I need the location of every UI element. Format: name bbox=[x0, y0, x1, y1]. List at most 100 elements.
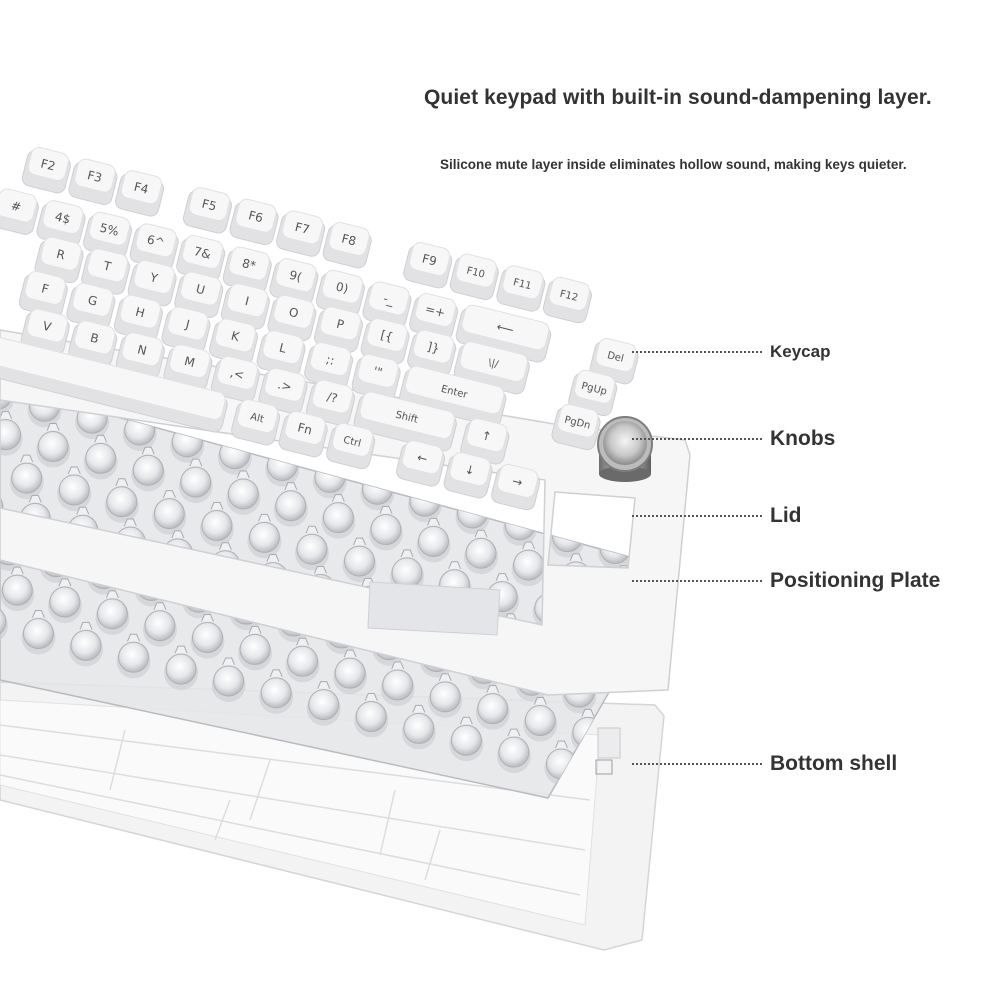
keycap[interactable]: 4$ bbox=[35, 198, 87, 247]
keycap-legend: F10 bbox=[465, 266, 486, 281]
keycap[interactable]: N bbox=[115, 330, 167, 379]
keycap-legend: 6^ bbox=[146, 232, 167, 250]
keycap-legend: ↓ bbox=[463, 462, 476, 478]
keycap[interactable]: F10 bbox=[449, 252, 501, 301]
keycap[interactable]: F12 bbox=[542, 275, 594, 324]
keycap[interactable]: L bbox=[255, 328, 307, 377]
silicone-dome bbox=[511, 541, 546, 587]
keycap[interactable]: F bbox=[18, 269, 70, 318]
keycap[interactable]: [{ bbox=[359, 316, 411, 365]
keycap[interactable]: Shift bbox=[352, 390, 459, 453]
silicone-dome bbox=[190, 614, 225, 659]
silicone-dome bbox=[142, 602, 177, 647]
silicone-dome bbox=[9, 454, 44, 500]
keycap[interactable]: F11 bbox=[495, 263, 547, 312]
keycap-legend: ]} bbox=[426, 339, 441, 356]
keycap[interactable]: ]} bbox=[406, 328, 458, 377]
keycap-legend: H bbox=[134, 305, 146, 321]
silicone-dome bbox=[21, 610, 56, 655]
keycap[interactable]: ↑ bbox=[459, 416, 511, 465]
keycap[interactable] bbox=[0, 297, 230, 434]
keycap[interactable]: R bbox=[33, 235, 85, 284]
silicone-dome bbox=[0, 566, 35, 612]
keycap[interactable]: H bbox=[113, 293, 165, 342]
keycap[interactable]: F7 bbox=[275, 208, 327, 257]
callout-lid: Lid bbox=[632, 502, 802, 530]
keycap-legend: ↑ bbox=[480, 428, 493, 444]
keycap[interactable]: Ctrl bbox=[325, 421, 377, 470]
keycap[interactable]: .> bbox=[257, 366, 309, 415]
keycap[interactable]: G bbox=[65, 281, 117, 330]
keycap[interactable]: ↓ bbox=[442, 450, 494, 499]
silicone-dome bbox=[199, 502, 234, 547]
keycap[interactable]: F2 bbox=[21, 145, 73, 194]
keycap-legend: F8 bbox=[340, 231, 358, 248]
keycap-legend: .> bbox=[276, 377, 293, 394]
keycap[interactable]: ← bbox=[395, 438, 447, 487]
knob[interactable] bbox=[597, 416, 653, 482]
keycap[interactable]: F3 bbox=[67, 157, 119, 206]
keycap[interactable]: Del bbox=[588, 336, 640, 385]
keycap[interactable]: ;: bbox=[303, 340, 355, 389]
keycap[interactable]: P bbox=[313, 304, 365, 353]
silicone-dome bbox=[523, 697, 558, 742]
keycap-legend: Shift bbox=[394, 410, 419, 426]
keycap[interactable]: B bbox=[67, 318, 119, 367]
silicone-dome bbox=[68, 621, 103, 667]
silicone-dome bbox=[294, 525, 329, 571]
keycap[interactable]: '" bbox=[350, 352, 402, 401]
keycap[interactable]: Fn bbox=[277, 409, 329, 458]
keycap[interactable]: O bbox=[266, 293, 318, 342]
leader-line bbox=[632, 438, 762, 440]
keycap-legend: 4$ bbox=[54, 209, 72, 226]
keycap[interactable]: F9 bbox=[402, 240, 454, 289]
silicone-dome bbox=[57, 466, 92, 511]
keycap[interactable]: PgUp bbox=[567, 368, 619, 417]
keycap-legend: Alt bbox=[249, 412, 265, 426]
headline: Quiet keypad with built-in sound-dampeni… bbox=[424, 86, 932, 109]
keycap[interactable]: 7& bbox=[175, 233, 227, 282]
keycap[interactable]: K bbox=[208, 316, 260, 365]
silicone-dome bbox=[95, 590, 130, 635]
silicone-dome bbox=[321, 494, 356, 539]
keycap[interactable]: J bbox=[160, 305, 212, 354]
keycap[interactable]: F8 bbox=[321, 220, 373, 269]
silicone-dome bbox=[116, 633, 151, 679]
keycap[interactable]: 9( bbox=[268, 256, 320, 305]
silicone-dome bbox=[0, 490, 5, 528]
keycap-legend: L bbox=[278, 341, 288, 356]
keycap[interactable]: 0) bbox=[315, 268, 367, 317]
keycap[interactable]: ⟵ bbox=[454, 303, 553, 364]
keycap[interactable]: ,< bbox=[210, 354, 262, 403]
keycap[interactable]: PgDn bbox=[550, 402, 602, 451]
silicone-dome bbox=[550, 513, 585, 558]
keycap[interactable]: /? bbox=[305, 378, 357, 427]
callout-keycap: Keycap bbox=[632, 338, 830, 366]
keycap[interactable]: 8* bbox=[222, 245, 274, 294]
keycap[interactable]: I bbox=[220, 281, 272, 330]
keycap[interactable]: Alt bbox=[230, 397, 282, 446]
keycap[interactable]: 5% bbox=[82, 210, 134, 259]
keycap[interactable]: → bbox=[490, 462, 542, 511]
keycap[interactable]: F6 bbox=[228, 197, 280, 246]
keycap[interactable]: Y bbox=[127, 258, 179, 307]
keycap-legend: G bbox=[86, 293, 98, 309]
silicone-dome bbox=[238, 625, 273, 671]
silicone-dome bbox=[104, 478, 139, 523]
keycap[interactable]: M bbox=[162, 342, 214, 391]
keycap[interactable]: U bbox=[173, 270, 225, 319]
keycap[interactable]: # bbox=[0, 187, 41, 236]
silicone-dome bbox=[306, 681, 341, 726]
keycap-legend: F3 bbox=[86, 168, 104, 185]
keycap[interactable]: F5 bbox=[182, 185, 234, 234]
keycap-legend: \|/ bbox=[487, 357, 500, 370]
keycap[interactable]: 6^ bbox=[128, 221, 180, 270]
silicone-dome bbox=[247, 513, 282, 559]
silicone-dome bbox=[360, 465, 395, 511]
silicone-dome bbox=[178, 458, 213, 504]
callout-knobs: Knobs bbox=[632, 425, 835, 453]
keycap[interactable]: F4 bbox=[114, 168, 166, 217]
keycap-legend: 0) bbox=[334, 279, 349, 296]
keycap-legend: P bbox=[335, 317, 345, 332]
